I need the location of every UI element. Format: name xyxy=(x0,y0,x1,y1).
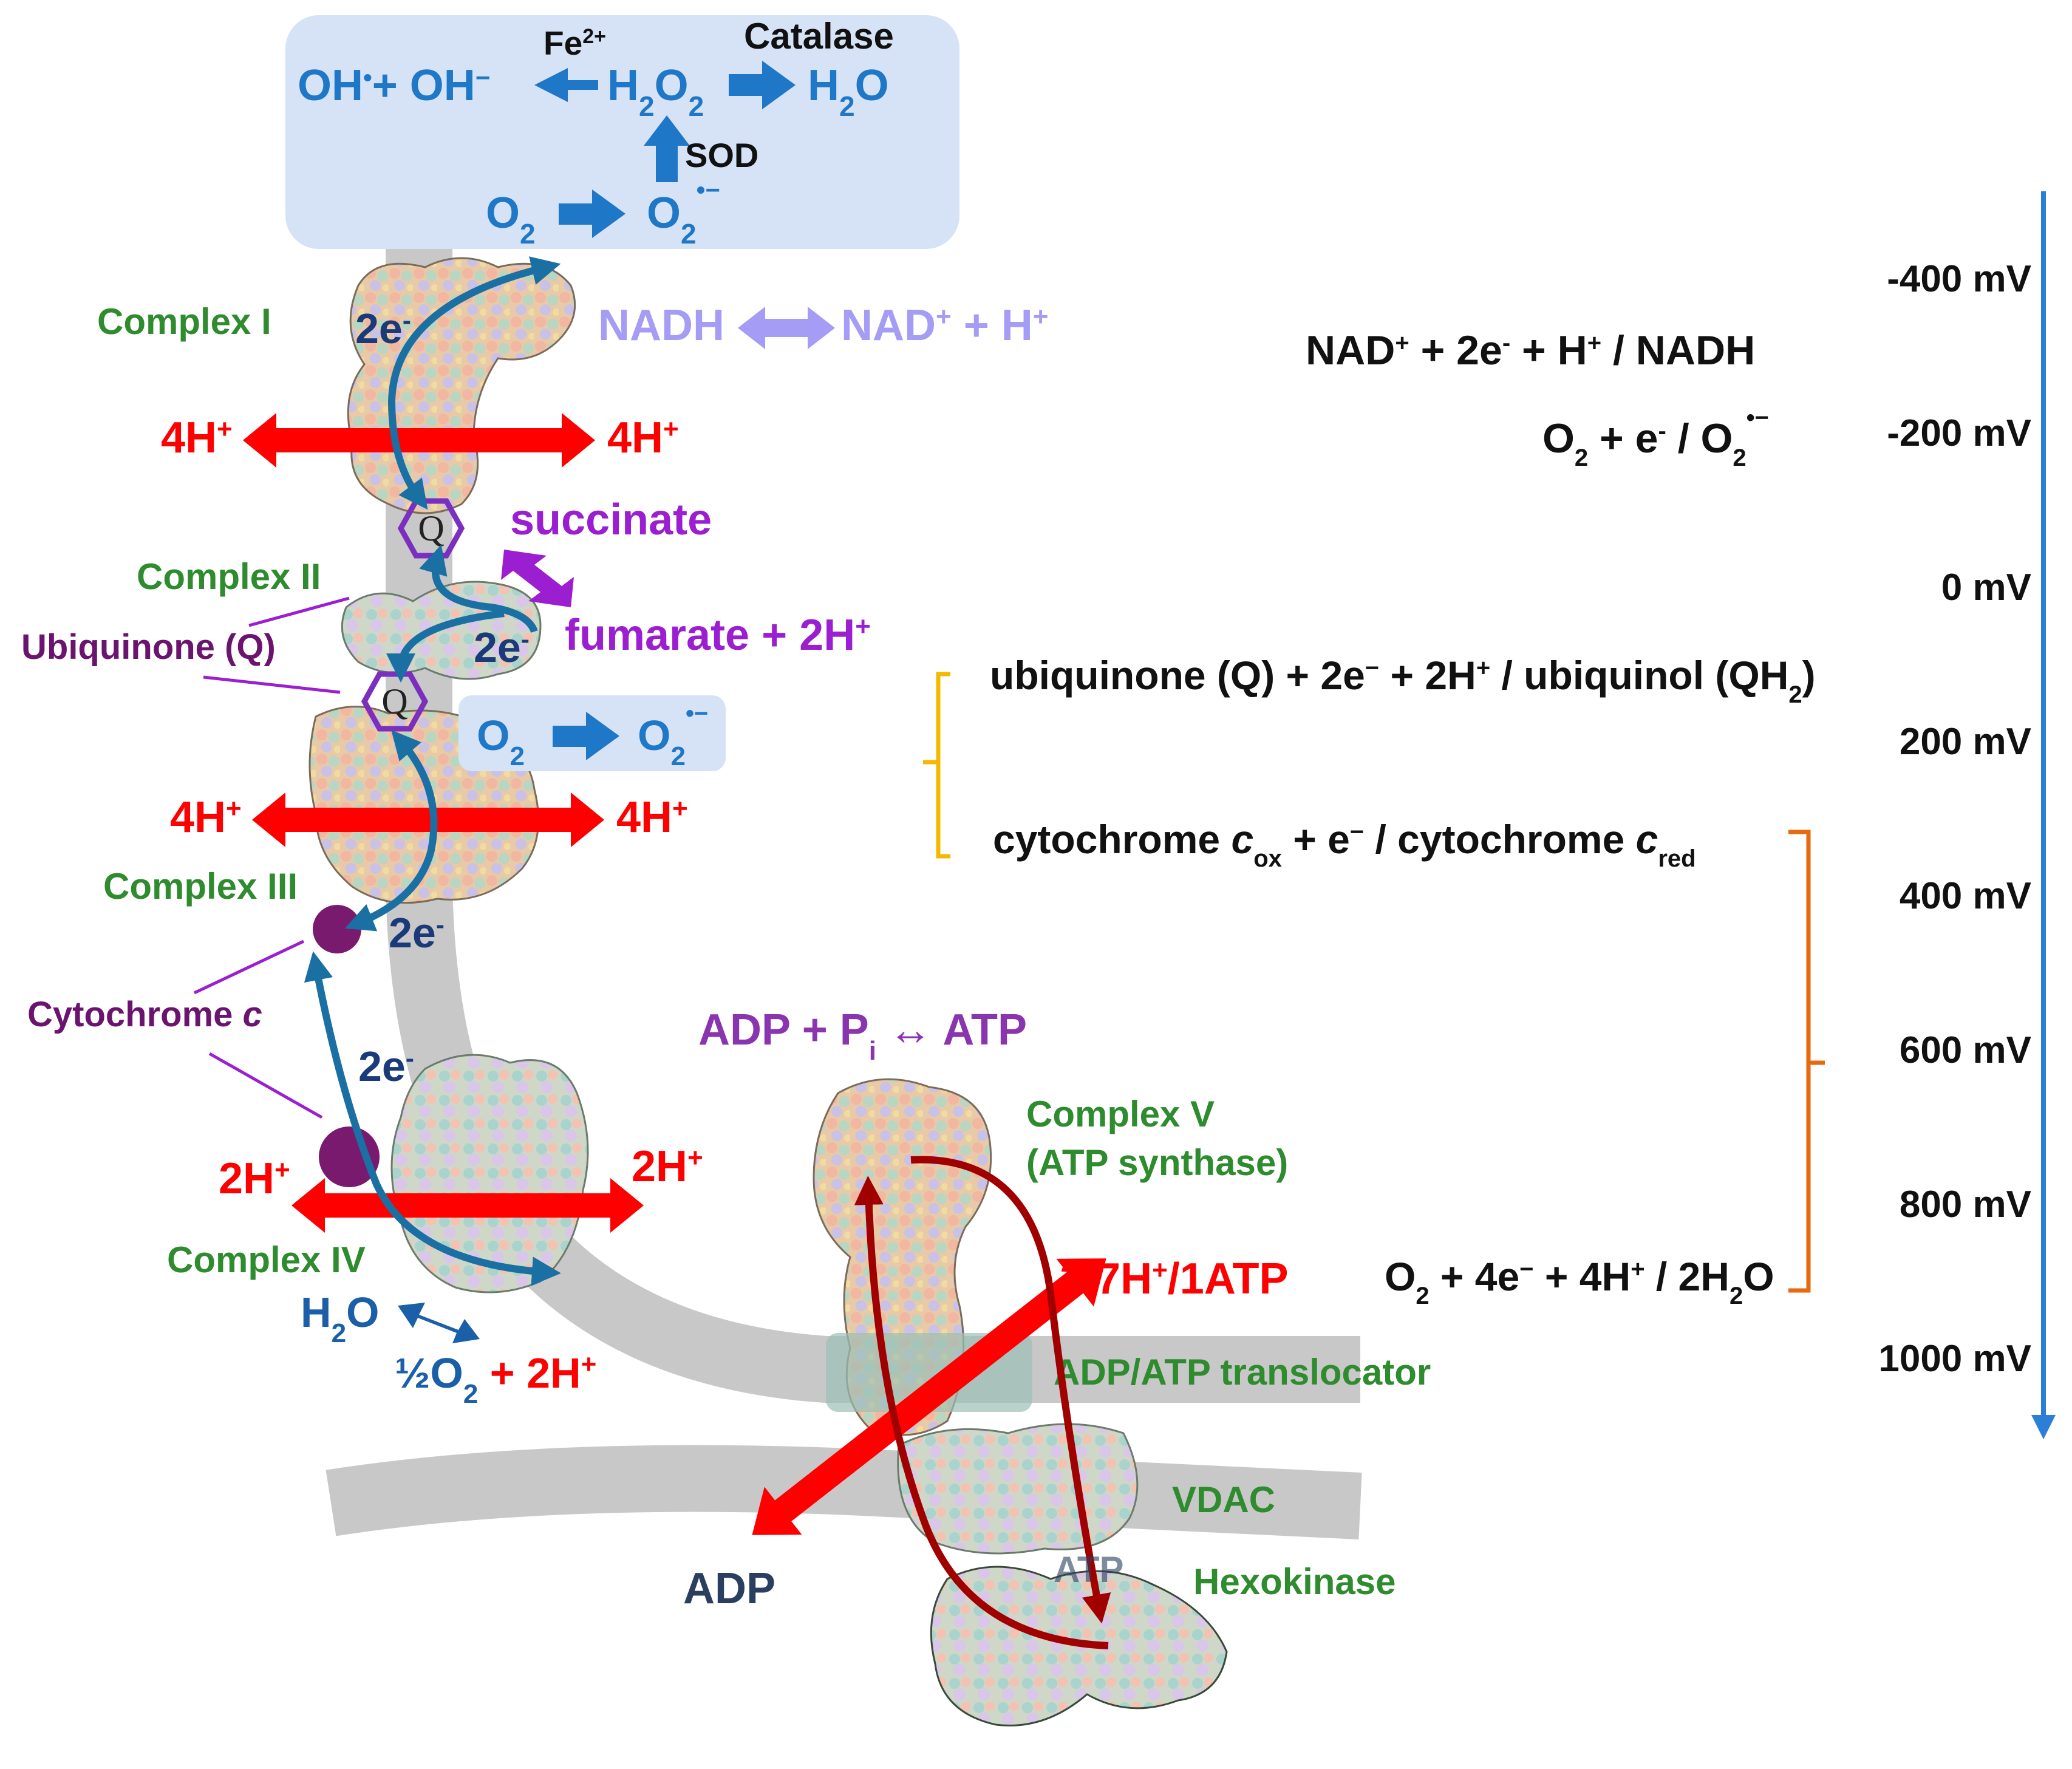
complex-iv-h-right: 2H+ xyxy=(632,1142,703,1191)
fumarate-label: fumarate + 2H+ xyxy=(565,611,871,660)
potential-label: -400 mV xyxy=(1887,258,2031,300)
ros-box xyxy=(285,15,959,249)
hexokinase-label: Hexokinase xyxy=(1193,1561,1396,1602)
local-oxygen: O2 xyxy=(477,712,525,771)
complex-v-label-line2: (ATP synthase) xyxy=(1026,1142,1288,1183)
svg-text:Q: Q xyxy=(418,508,444,548)
complex-i-label: Complex I xyxy=(97,301,271,342)
superoxide-redox-couple: O2 + e- / O2•− xyxy=(1542,404,1769,471)
nad-label: NAD+ + H+ xyxy=(841,301,1048,350)
outer-membrane xyxy=(325,1445,1362,1539)
catalase-arrow xyxy=(729,61,796,109)
vdac-label: VDAC xyxy=(1172,1479,1275,1520)
complex-iii-h-right: 4H+ xyxy=(616,793,688,842)
nadh-label: NADH xyxy=(598,301,724,350)
electron-flow-arrows xyxy=(304,256,561,1286)
potential-scale-labels: -400 mV -200 mV 0 mV 200 mV 400 mV 600 mV 800 … xyxy=(1878,258,2031,1380)
half-oxygen-label: ½O2 + 2H+ xyxy=(395,1349,596,1409)
nadh-arrow xyxy=(738,307,835,349)
translocator-label: ADP/ATP translocator xyxy=(1054,1352,1431,1392)
complex-i-electrons: 2e- xyxy=(355,305,411,352)
potential-label: 200 mV xyxy=(1900,721,2031,763)
sod-label: SOD xyxy=(685,136,758,174)
water-product: H2O xyxy=(808,61,889,122)
local-o2-arrow xyxy=(553,712,619,760)
potential-label: 600 mV xyxy=(1900,1029,2031,1071)
complex-iii-electrons: 2e- xyxy=(389,909,445,956)
complex-iii-proton-arrow xyxy=(252,792,604,847)
atp-synthesis-equation: ADP + Pi ↔ ATP xyxy=(698,1006,1027,1066)
ubiquinone-hexagon-bottom: Q xyxy=(361,671,429,732)
catalase-label: Catalase xyxy=(744,16,894,56)
complex-v-label-line1: Complex V xyxy=(1026,1094,1215,1134)
adp-label: ADP xyxy=(683,1564,775,1613)
potential-label: -200 mV xyxy=(1887,412,2031,454)
succinate-label: succinate xyxy=(510,496,712,544)
atp-hidden-label: ATP xyxy=(1054,1549,1124,1590)
o2-reduction-arrow-top xyxy=(559,189,625,238)
complex-iii-h-left: 4H+ xyxy=(170,793,242,842)
succinate-fumarate-arrow xyxy=(501,550,574,607)
pointer-lines xyxy=(193,596,350,1119)
complex-iv-h-left: 2H+ xyxy=(219,1154,290,1203)
ubiquinone-redox-couple: ubiquinone (Q) + 2e− + 2H+ / ubiquinol (… xyxy=(990,653,1816,708)
hydroxyl-radical: OH•+ OH− xyxy=(298,61,490,110)
oxygen-top: O2 xyxy=(486,189,536,250)
atp-synthase-proton-arrow xyxy=(752,1258,1106,1535)
complex-ii-label: Complex II xyxy=(137,556,321,597)
complex-ii-electrons: 2e- xyxy=(474,624,530,671)
potential-label: 400 mV xyxy=(1900,875,2031,917)
potential-label: 800 mV xyxy=(1900,1184,2031,1225)
complex-iv-label: Complex IV xyxy=(167,1239,366,1280)
oxygen-water-redox-couple: O2 + 4e− + 4H+ / 2H2O xyxy=(1385,1254,1774,1309)
atp-transport-arrows xyxy=(854,1156,1111,1649)
complex-i-h-left: 4H+ xyxy=(161,414,233,462)
cytochrome-redox-couple: cytochrome cox + e− / cytochrome cred xyxy=(993,817,1696,872)
fenton-arrow xyxy=(534,68,598,102)
orange-bracket xyxy=(1788,830,1825,1293)
fe-label: Fe2+ xyxy=(544,24,606,62)
water-oxygen-arrow xyxy=(398,1303,480,1343)
sod-arrow xyxy=(644,115,690,182)
potential-label: 0 mV xyxy=(1941,567,2031,608)
complex-iv-electrons: 2e- xyxy=(358,1043,414,1090)
nad-redox-couple: NAD+ + 2e- + H+ / NADH xyxy=(1306,327,1755,373)
superoxide-top: O2•− xyxy=(647,176,720,250)
complex-i-h-right: 4H+ xyxy=(607,414,679,462)
vdac-protein xyxy=(897,1423,1139,1555)
complex-iii-label: Complex III xyxy=(103,866,298,907)
yellow-bracket xyxy=(923,672,950,859)
complex-iv-protein xyxy=(390,1054,589,1294)
svg-text:Q: Q xyxy=(381,681,407,721)
potential-label: 1000 mV xyxy=(1878,1338,2031,1380)
water-label: H2O xyxy=(301,1289,380,1348)
cytochrome-c-label: Cytochrome c xyxy=(27,995,262,1034)
proton-atp-ratio: 2.7H+/1ATP xyxy=(1060,1255,1289,1303)
ubiquinone-label: Ubiquinone (Q) xyxy=(21,627,276,667)
local-superoxide: O2•− xyxy=(638,700,708,771)
hydrogen-peroxide: H2O2 xyxy=(607,61,704,122)
